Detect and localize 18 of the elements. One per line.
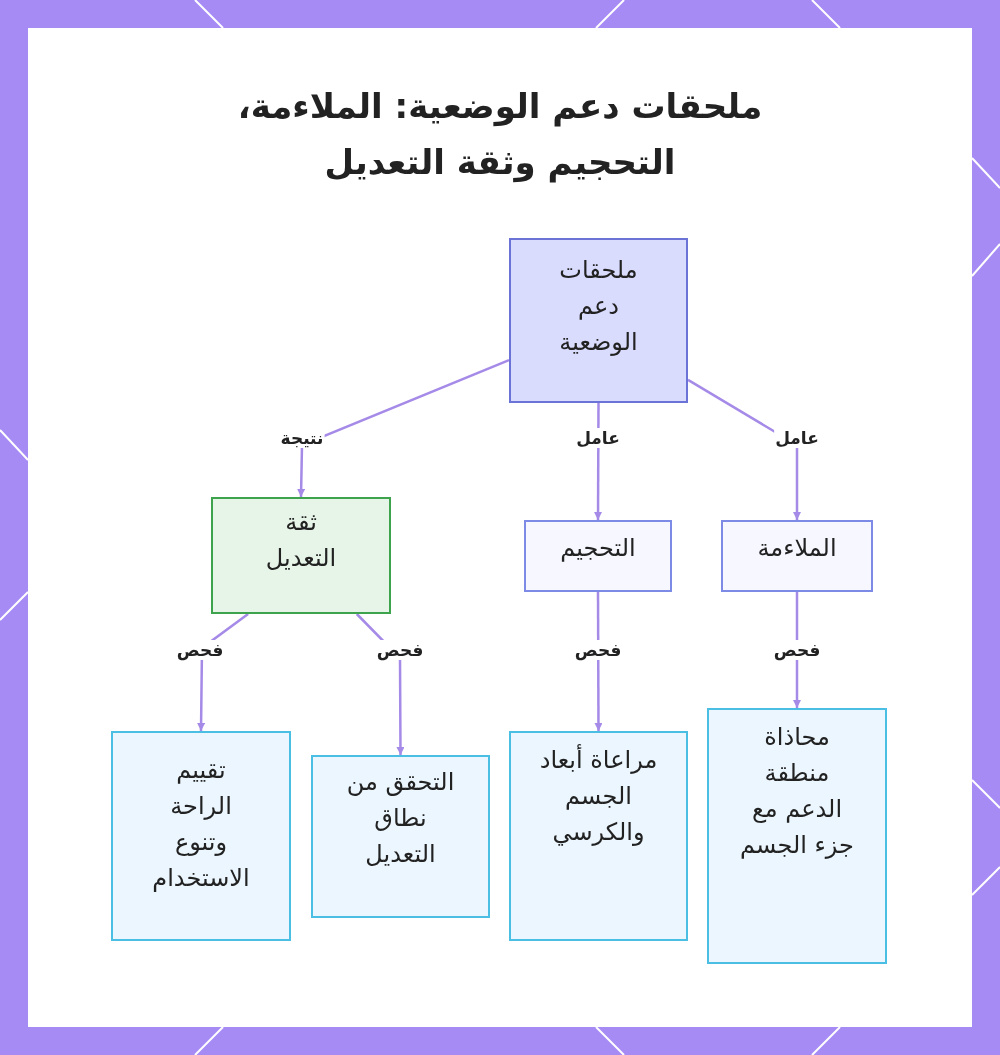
title: ملحقات دعم الوضعية: الملاءمة، التحجيم وثقة التعديل xyxy=(236,85,764,185)
edge-label: فحص xyxy=(175,640,225,660)
arrow xyxy=(594,592,603,731)
edge-label: فحص xyxy=(573,640,623,660)
check-box: تقييم الراحة وتنوع الاستخدام xyxy=(111,731,291,941)
check-box: التحقق من نطاق التعديل xyxy=(311,755,490,918)
arrow xyxy=(297,358,510,498)
topic-box: ملحقات دعم الوضعية xyxy=(509,238,688,403)
edge-label: فحص xyxy=(375,640,425,660)
check-box: محاذاة منطقة الدعم مع جزء الجسم xyxy=(707,708,887,964)
edge-label: عامل xyxy=(575,428,621,448)
factor-box: التحجيم xyxy=(524,520,672,592)
result-box: ثقة التعديل xyxy=(211,497,391,614)
factor-box: الملاءمة xyxy=(721,520,873,592)
edge-label: عامل xyxy=(774,428,820,448)
arrow xyxy=(793,592,801,708)
edge-label: فحص xyxy=(772,640,822,660)
check-box: مراعاة أبعاد الجسم والكرسي xyxy=(509,731,688,941)
